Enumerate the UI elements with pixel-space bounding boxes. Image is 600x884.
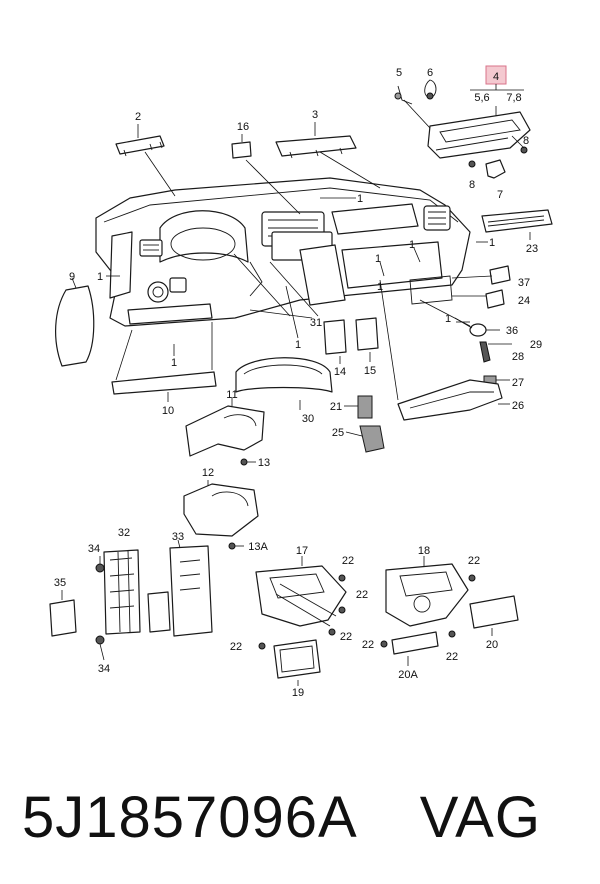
callout-9: 9 [69,271,75,283]
callout-22-g: 22 [446,651,458,663]
part-10-trim [111,322,217,402]
callout-22-e: 22 [468,555,480,567]
part-12-lower-shroud [183,458,259,550]
part-3-cover [275,122,381,189]
callout-1-lower-left: 1 [171,357,177,369]
callout-36: 36 [506,325,518,337]
part-number: 5J1857096A [22,784,358,850]
callout-22-a: 22 [342,555,354,567]
callout-labels: 2 3 16 4 5,6 7,8 5 6 8 8 7 1 23 1 1 1 1 … [54,67,542,699]
part-30-cluster-bezel [235,357,333,410]
dashboard-exploded-diagram: 2 3 16 4 5,6 7,8 5 6 8 8 7 1 23 1 1 1 1 … [49,65,553,699]
callout-23: 23 [526,243,538,255]
callout-34-top: 34 [88,543,100,555]
callout-1-mid-a: 1 [375,253,381,265]
part-11-column-shroud [185,398,265,457]
parts-32-34-35-switch-panel [49,549,141,661]
callout-17: 17 [296,545,308,557]
callout-13: 13 [258,457,270,469]
callout-12: 12 [202,467,214,479]
part-9-side-panel [55,277,95,367]
parts-14-15-inserts [323,317,379,364]
callout-18: 18 [418,545,430,557]
callout-1-left: 1 [97,271,103,283]
part-17-19-trim-assembly [255,556,347,686]
callout-1-centre: 1 [295,339,301,351]
callout-13a: 13A [248,541,268,553]
callout-14: 14 [334,366,346,378]
callout-25: 25 [332,427,344,439]
callout-30: 30 [302,413,314,425]
callout-2: 2 [135,111,141,123]
right-side-parts [397,265,512,421]
part-caption: 5J1857096A VAG [22,772,582,862]
callout-22-c: 22 [340,631,352,643]
callout-29: 29 [530,339,542,351]
callout-4-sub-a: 5,6 [474,92,489,104]
callout-22-f: 22 [362,639,374,651]
part-2-cover [115,124,176,197]
callout-4: 4 [493,71,499,83]
callout-27: 27 [512,377,524,389]
callout-15: 15 [364,365,376,377]
callout-5: 5 [396,67,402,79]
leader-lines [106,197,493,356]
part-16-pad [231,134,301,215]
callout-16: 16 [237,121,249,133]
callout-33: 33 [172,531,184,543]
part-23-vent-panel [481,209,553,240]
callout-28: 28 [512,351,524,363]
callout-1-mid-b: 1 [409,239,415,251]
callout-3: 3 [312,109,318,121]
callout-8-bottom: 8 [469,179,475,191]
callout-19: 19 [292,687,304,699]
part-4-assembly [394,65,531,179]
callout-26: 26 [512,400,524,412]
dashboard-assembly [95,177,471,327]
callout-1-far-right: 1 [445,313,451,325]
callout-7: 7 [497,189,503,201]
callout-20a: 20A [398,669,418,681]
brand-name: VAG [419,784,541,850]
callout-20: 20 [486,639,498,651]
callout-1-top: 1 [357,193,363,205]
callout-21: 21 [330,401,342,413]
part-18-20-trim-assembly [380,556,519,666]
callout-31: 31 [310,317,322,329]
callout-37: 37 [518,277,530,289]
part-33-panel [147,539,213,637]
callout-10: 10 [162,405,174,417]
callout-24: 24 [518,295,530,307]
callout-35: 35 [54,577,66,589]
callout-11: 11 [226,389,237,401]
callout-1-mid-c: 1 [377,281,383,293]
callout-8-top: 8 [523,135,529,147]
callout-32: 32 [118,527,130,539]
callout-6: 6 [427,67,433,79]
callout-22-b: 22 [356,589,368,601]
callout-34-bottom: 34 [98,663,110,675]
callout-1-right: 1 [489,237,495,249]
callout-22-d: 22 [230,641,242,653]
parts-21-25-connectors [344,279,399,453]
callout-4-sub-b: 7,8 [506,92,521,104]
